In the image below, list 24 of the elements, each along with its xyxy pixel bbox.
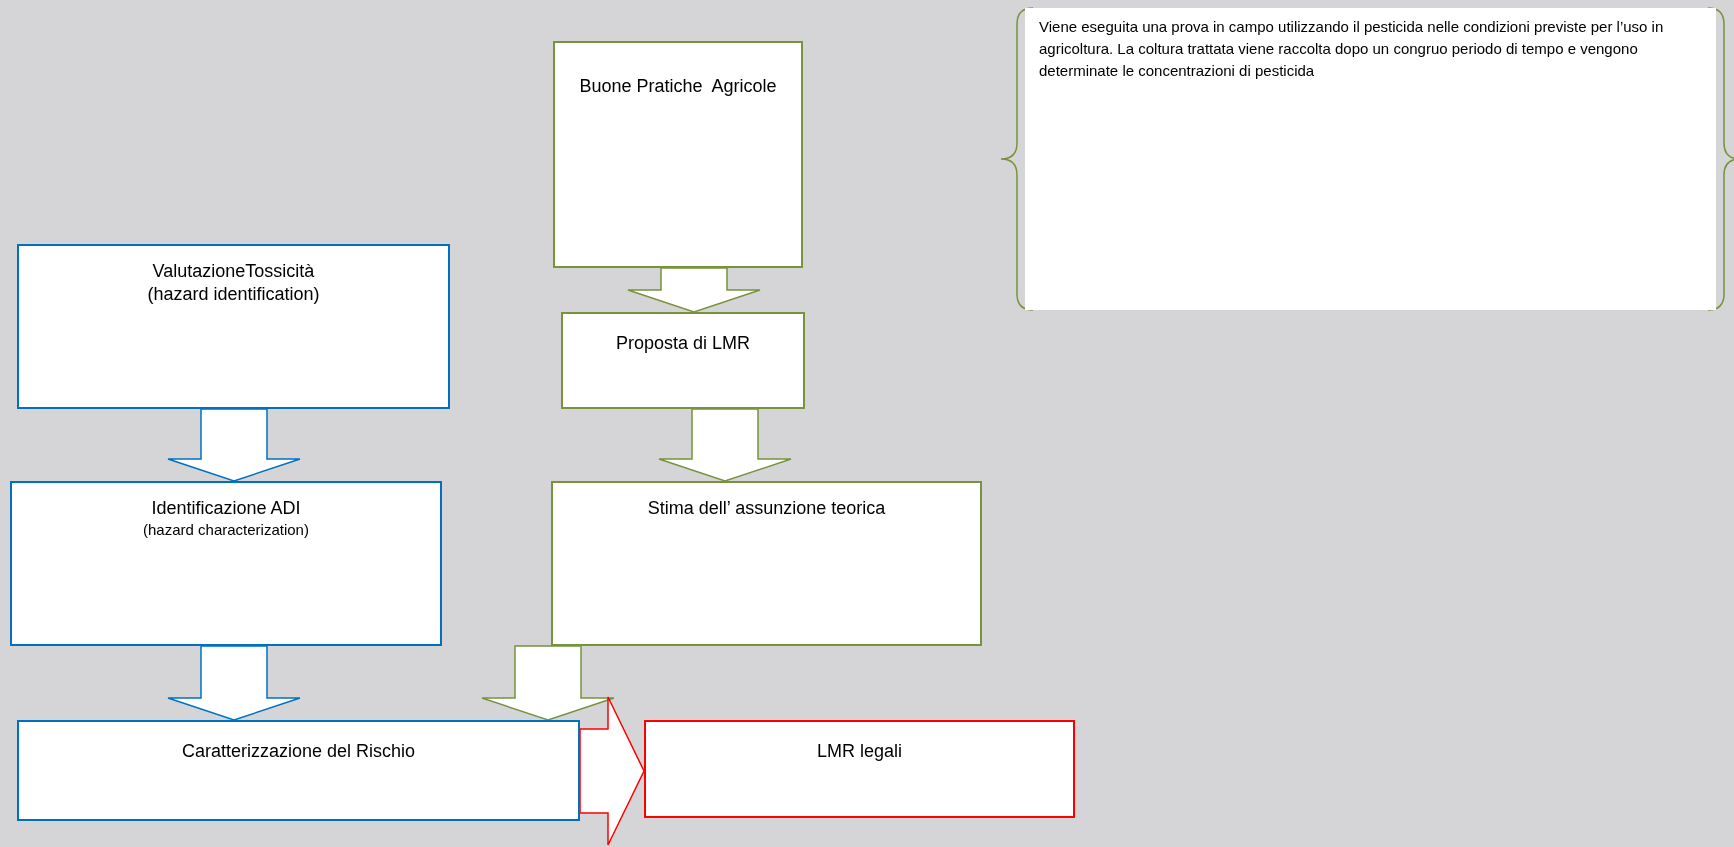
process-box	[551, 481, 982, 646]
box-label: Identificazione ADI	[150, 497, 302, 520]
box-label: Caratterizzazione del Rischio	[180, 740, 417, 763]
process-box	[17, 244, 450, 409]
process-box	[644, 720, 1075, 818]
box-label: Stima dell’ assunzione teorica	[646, 497, 887, 520]
box-label: Proposta di LMR	[614, 332, 752, 355]
note-text: Viene eseguita una prova in campo utilizzando il pesticida nelle condizioni previste per l’uso in agricoltura. La coltura trattata viene raccolta dopo un congruo periodo di tempo e vengono determinate le concentrazioni di pesticida	[1039, 17, 1665, 81]
block-arrow	[167, 408, 301, 482]
block-arrow	[167, 645, 301, 721]
note-box	[1025, 8, 1716, 310]
box-label: (hazard identification)	[146, 283, 321, 307]
box-label: (hazard characterization)	[142, 520, 310, 540]
process-box	[553, 41, 803, 268]
box-label: LMR legali	[815, 740, 903, 763]
box-label: ValutazioneTossicità	[151, 260, 316, 283]
block-arrow	[658, 408, 792, 482]
block-arrow	[481, 645, 615, 721]
box-label: Buone Pratiche Agricole	[578, 75, 778, 98]
process-box	[561, 312, 805, 409]
block-arrow	[579, 696, 645, 846]
process-box	[10, 481, 442, 646]
process-box	[17, 720, 580, 821]
block-arrow	[627, 267, 761, 313]
